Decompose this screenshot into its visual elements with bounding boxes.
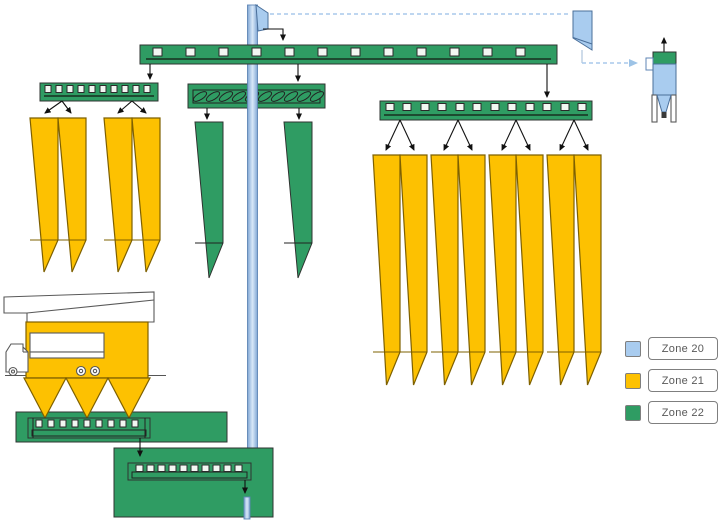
- hopper: [107, 377, 151, 420]
- elevator-boot: [243, 496, 251, 520]
- legend-item-zone-22: Zone 22: [625, 401, 718, 424]
- zone-21-swatch-icon: [625, 372, 641, 389]
- yellow-silo: [457, 154, 486, 386]
- yellow-silo-pair: [29, 117, 87, 273]
- cyclone-separator: [572, 10, 593, 51]
- green-silo: [283, 121, 313, 279]
- distribution-arrows: [44, 100, 147, 114]
- distribution-arrows: [385, 119, 589, 151]
- yellow-silo: [372, 154, 401, 386]
- yellow-silo: [399, 154, 428, 386]
- zone-22-label: Zone 22: [648, 401, 718, 424]
- legend-item-zone-21: Zone 21: [625, 369, 718, 392]
- flow-arrow: [263, 28, 286, 41]
- hopper: [65, 377, 109, 420]
- right-chain-conveyor: [379, 100, 593, 121]
- hopper: [23, 377, 67, 420]
- yellow-silo: [573, 154, 602, 386]
- filter-leg: [651, 94, 658, 123]
- zone-20-label: Zone 20: [648, 337, 718, 360]
- yellow-silo: [546, 154, 575, 386]
- yellow-silo-block: [372, 154, 602, 386]
- receiving-hoppers: [23, 377, 151, 420]
- yellow-silo: [515, 154, 544, 386]
- yellow-silo: [103, 117, 133, 273]
- filter-body: [652, 63, 677, 96]
- green-silo-group: [194, 121, 313, 279]
- yellow-silo-pair: [103, 117, 161, 273]
- wheel: [75, 365, 87, 377]
- yellow-silo: [430, 154, 459, 386]
- green-silo: [194, 121, 224, 279]
- tipped-trailer-outline: [3, 291, 155, 323]
- yellow-silo: [131, 117, 161, 273]
- filter-discharge-cone: [656, 94, 672, 113]
- pit-conveyor-2: [127, 462, 252, 481]
- legend-item-zone-20: Zone 20: [625, 337, 718, 360]
- zone-legend: Zone 20 Zone 21 Zone 22: [625, 337, 718, 424]
- zone-20-swatch-icon: [625, 340, 641, 357]
- truck-cab: [5, 343, 29, 373]
- top-chain-conveyor: [139, 44, 558, 65]
- zone-21-label: Zone 21: [648, 369, 718, 392]
- inlet-spigot: [645, 57, 654, 71]
- trailer-underbody: [29, 351, 105, 359]
- left-chain-conveyor: [39, 82, 159, 102]
- filter-leg: [670, 94, 677, 123]
- tipping-truck: [3, 291, 166, 379]
- elevator-head: [255, 4, 269, 32]
- yellow-silo: [488, 154, 517, 386]
- bucket-elevator-column: [247, 4, 258, 449]
- pit-conveyor-1: [27, 417, 151, 439]
- zone-22-swatch-icon: [625, 404, 641, 421]
- wheel: [89, 365, 101, 377]
- yellow-silo: [57, 117, 87, 273]
- wheel: [8, 366, 18, 377]
- dust-filter-unit: [645, 37, 677, 123]
- trailer-body: [29, 332, 105, 353]
- yellow-silo: [29, 117, 59, 273]
